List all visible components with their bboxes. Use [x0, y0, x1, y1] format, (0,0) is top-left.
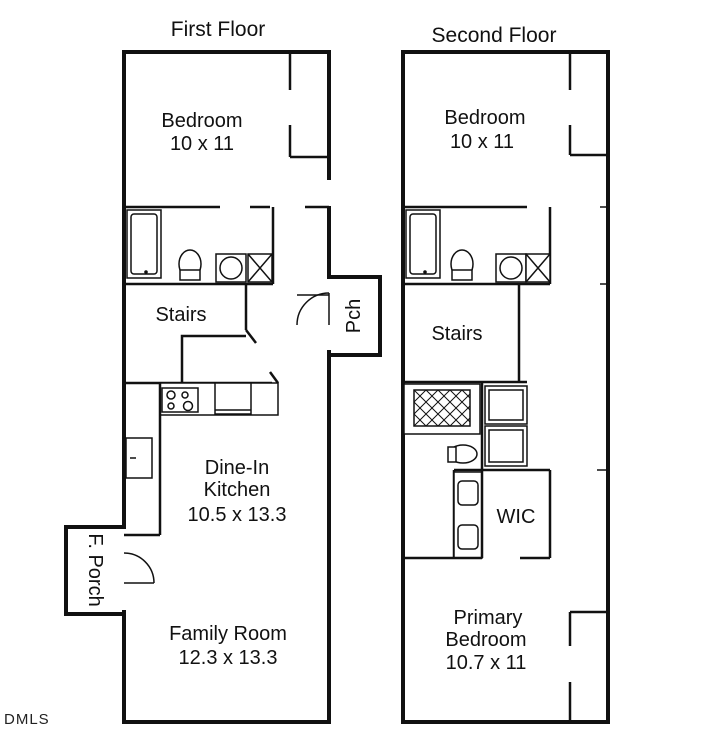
first-bedroom-dims: 10 x 11: [170, 133, 234, 155]
porch-label: Pch: [343, 299, 365, 333]
first-stairs: [180, 284, 257, 383]
sink-icon: [495, 253, 527, 283]
toilet-icon: [178, 249, 202, 281]
second-bedroom-label: Bedroom: [444, 107, 525, 129]
primary-bedroom-dims: 10.7 x 11: [446, 652, 527, 674]
first-bedroom-label: Bedroom: [161, 110, 242, 132]
kitchen-counter: [124, 371, 280, 537]
fridge-icon: [125, 437, 153, 479]
door-swing-icon: [296, 292, 330, 326]
first-bathroom: [124, 205, 329, 286]
front-porch-label: F. Porch: [84, 533, 106, 606]
toilet-icon: [450, 249, 474, 281]
first-porch: Pch: [296, 275, 382, 357]
sink-icon: [215, 253, 247, 283]
second-floor: Second Floor: [401, 24, 610, 724]
primary-bedroom-label-line2: Bedroom: [445, 629, 526, 651]
second-bedroom-closet: [568, 52, 608, 157]
second-floor-outer-walls: [401, 50, 610, 724]
primary-bathroom: [403, 382, 608, 560]
dishwasher-icon: [214, 382, 252, 415]
wic-label: WIC: [497, 506, 536, 528]
second-stairs-label: Stairs: [431, 323, 482, 345]
second-bathroom: [403, 205, 608, 286]
primary-closet: [568, 610, 608, 722]
kitchen-dims: 10.5 x 13.3: [188, 504, 287, 526]
second-floor-title: Second Floor: [432, 24, 557, 47]
kitchen-label-line2: Kitchen: [204, 479, 271, 501]
dryer-icon: [484, 425, 528, 467]
front-porch: F. Porch: [64, 525, 155, 616]
bathtub-icon: [126, 209, 162, 279]
second-bedroom-dims: 10 x 11: [450, 131, 514, 153]
first-stairs-label: Stairs: [155, 304, 206, 326]
cabinet-icon: [247, 253, 273, 283]
first-floor-outer-walls: [122, 50, 331, 724]
first-floor: First Floor: [64, 18, 382, 724]
bathtub-icon: [405, 209, 441, 279]
first-bedroom-closet: [288, 52, 329, 159]
stove-icon: [161, 387, 199, 413]
washer-icon: [484, 385, 528, 425]
watermark: DMLS: [4, 711, 50, 728]
second-stairs: [403, 284, 527, 384]
family-room-dims: 12.3 x 13.3: [179, 647, 278, 669]
kitchen-label-line1: Dine-In: [205, 457, 269, 479]
cabinet-icon: [525, 253, 551, 283]
toilet-icon: [447, 444, 478, 464]
first-floor-title: First Floor: [171, 18, 266, 41]
primary-bedroom-label-line1: Primary: [454, 607, 523, 629]
family-room-label: Family Room: [169, 623, 287, 645]
